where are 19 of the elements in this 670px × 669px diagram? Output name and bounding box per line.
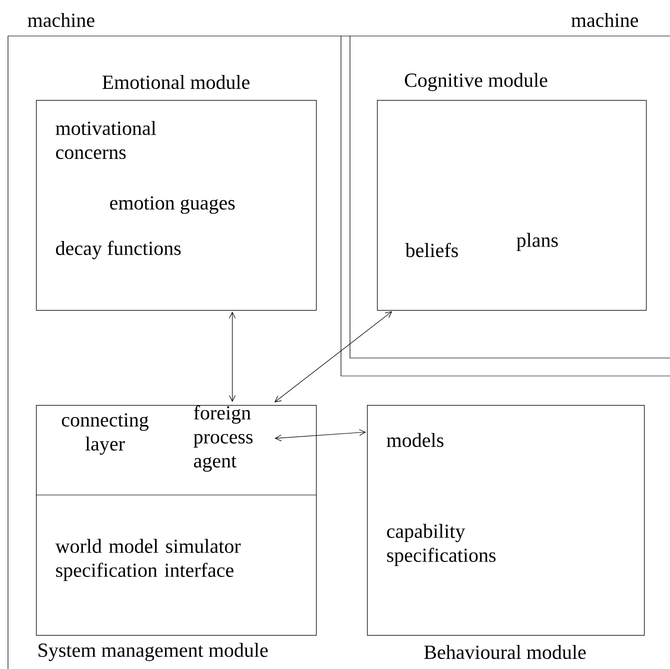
box-text: capability specifications <box>387 524 496 566</box>
box-text: connecting layer <box>62 413 148 455</box>
module-heading: Cognitive module <box>404 72 548 92</box>
frame-heading: machine <box>571 12 638 28</box>
box-text: beliefs <box>405 242 458 258</box>
module-caption: Behavioural module <box>424 644 586 660</box>
box-text: world model simulator specification interface <box>55 538 241 582</box>
arrow <box>274 429 366 442</box>
module-caption: System management module <box>38 642 268 662</box>
box-text: foreign process agent <box>194 405 253 472</box>
box-text: emotion guages <box>110 196 235 214</box>
box-text: plans <box>516 232 558 252</box>
box-text: motivational concerns <box>56 120 156 160</box>
box-text: decay functions <box>56 240 181 260</box>
box-text: models <box>386 432 444 448</box>
arrow <box>229 312 236 402</box>
module-heading: Emotional module <box>102 74 250 90</box>
frame-heading: machine <box>28 12 94 28</box>
arrow <box>274 311 392 402</box>
